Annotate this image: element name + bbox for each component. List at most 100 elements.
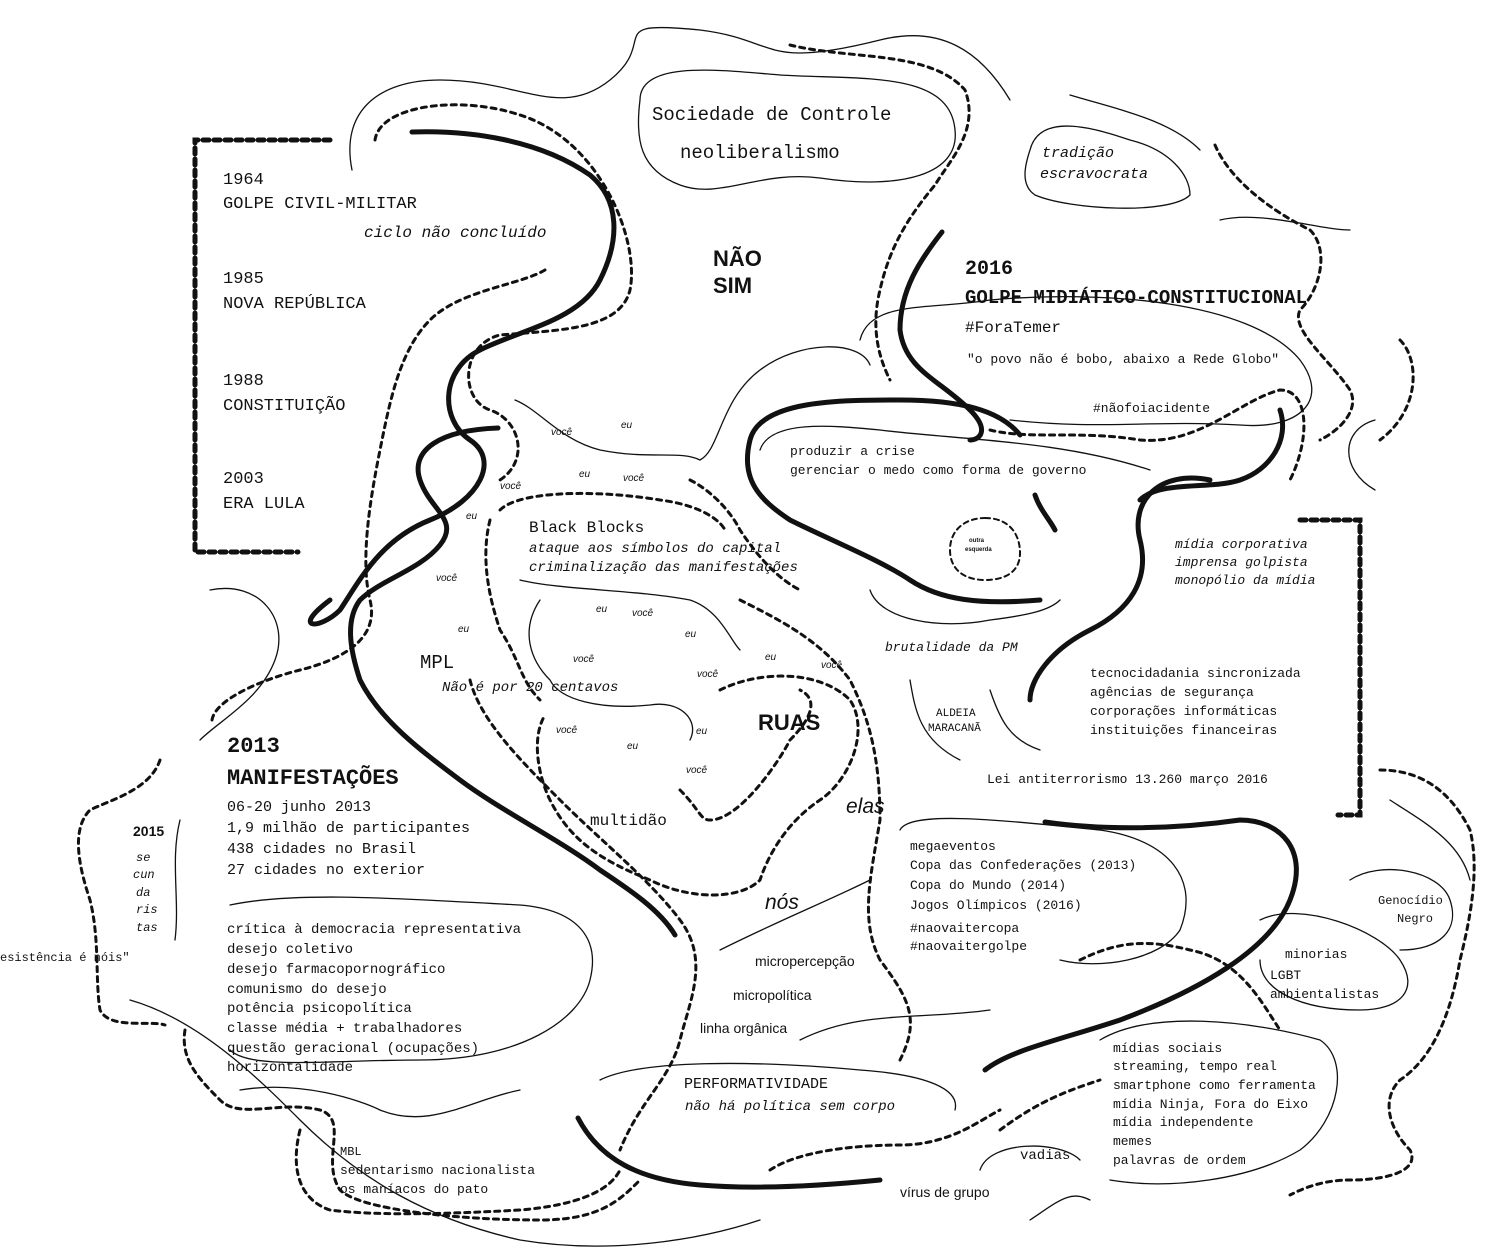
secundarista-syllable: tas [136, 921, 158, 935]
manif-cidades-brasil: 438 cidades no Brasil [227, 841, 417, 858]
contour-rightcurve [1348, 419, 1376, 491]
contour-bottom2 [239, 1086, 521, 1118]
contour-tradicao [1024, 125, 1191, 209]
ciclo-nao-concluido: ciclo não concluído [364, 224, 547, 242]
mbl-item: sedentarismo nacionalista [340, 1163, 536, 1178]
voce-label: você [500, 481, 522, 492]
dotted-center-right [738, 598, 912, 1062]
megaeventos-item: Copa do Mundo (2014) [910, 878, 1067, 893]
dotted-bottom-long [768, 1108, 1002, 1172]
manif-dates: 06-20 junho 2013 [227, 799, 372, 816]
nao-label: NÃO [713, 246, 762, 271]
bold-line-1 [307, 129, 617, 627]
eu-label: eu [696, 726, 708, 737]
micropercepcao-label: micropercepção [755, 953, 855, 969]
contour-2015 [174, 819, 181, 941]
critica-item: potência psicopolítica [227, 1001, 412, 1017]
dotted-left-arc2 [210, 268, 547, 722]
media-box [1297, 517, 1363, 818]
contour-top [349, 26, 1011, 171]
voce-label: você [697, 669, 719, 680]
year-2015: 2015 [133, 823, 165, 839]
outra-label: outra [969, 538, 984, 544]
year-1964: 1964 [223, 171, 264, 190]
fora-temer-tag: #ForaTemer [965, 319, 1062, 337]
contour-micro [719, 879, 871, 951]
dotted-bottom-right [998, 942, 1282, 1132]
nova-republica: NOVA REPÚBLICA [223, 295, 366, 314]
minorias-item: LGBT [1270, 968, 1302, 983]
gerenciar-medo: gerenciar o medo como forma de governo [790, 463, 1087, 478]
bold-line-8 [982, 817, 1299, 1073]
midias-sociais-item: mídia independente [1113, 1115, 1254, 1130]
corporacoes-informaticas: corporações informáticas [1090, 704, 1278, 719]
year-2013: 2013 [227, 734, 280, 759]
secundarista-syllable: cun [133, 868, 155, 882]
dotted-mpl-left [484, 518, 542, 702]
dotted-bottom-left [182, 1028, 642, 1222]
constituicao: CONSTITUIÇÃO [223, 397, 346, 416]
dotted-ruas [535, 674, 860, 897]
eu-label: eu [458, 624, 470, 635]
contour-midias [1099, 1020, 1339, 1185]
eu-label: eu [627, 741, 639, 752]
midia-corporativa: mídia corporativa [1175, 537, 1308, 552]
bold-line-2 [348, 425, 678, 938]
eu-label: eu [685, 629, 697, 640]
nao-foi-acidente: #nãofoiacidente [1093, 401, 1211, 416]
eu-label: eu [765, 652, 777, 663]
dotted-far-right [1288, 768, 1476, 1197]
voce-label: você [686, 765, 708, 776]
contour-right-top [1069, 94, 1201, 151]
timeline-box [192, 137, 333, 555]
contour-bottom [129, 999, 761, 1247]
contour-2016 [859, 295, 1313, 427]
contour-mpl [519, 579, 741, 651]
voce-label: você [436, 573, 458, 584]
eu-label: eu [596, 604, 608, 615]
bold-line-4 [744, 397, 1043, 605]
critica-item: comunismo do desejo [227, 982, 387, 998]
micropolitica-label: micropolítica [733, 987, 812, 1003]
instituicoes-financeiras: instituições financeiras [1090, 723, 1278, 738]
virus-grupo-label: vírus de grupo [900, 1184, 990, 1200]
performatividade-sub: não há política sem corpo [685, 1099, 896, 1115]
contour-bottom-right [1029, 1195, 1091, 1221]
voce-label: você [632, 608, 654, 619]
linha-organica-label: linha orgânica [700, 1020, 788, 1036]
midias-sociais-item: palavras de ordem [1113, 1153, 1246, 1168]
voce-label: você [821, 660, 843, 671]
voce-label: você [573, 654, 595, 665]
lei-antiterrorismo: Lei antiterrorismo 13.260 março 2016 [987, 772, 1268, 787]
megaeventos-item: #naovaitergolpe [910, 939, 1028, 954]
monopolio-midia: monopólio da mídia [1175, 573, 1316, 588]
dotted-ra [1378, 338, 1415, 442]
criminalizacao: criminalização das manifestações [529, 560, 798, 576]
contour-far-right [1389, 799, 1471, 881]
black-blocks-title: Black Blocks [529, 519, 645, 537]
maracana-label: MARACANÃ [928, 723, 981, 735]
critica-item: desejo farmacopornográfico [227, 962, 446, 978]
megaeventos-item: #naovaitercopa [910, 921, 1020, 936]
midias-sociais-item: memes [1113, 1134, 1153, 1149]
aldeia-label: ALDEIA [936, 708, 976, 720]
critica-item: classe média + trabalhadores [227, 1021, 463, 1037]
dotted-left-arc [373, 103, 633, 482]
produzir-crise: produzir a crise [790, 444, 915, 459]
megaeventos-item: megaeventos [910, 839, 996, 854]
voce-label: você [556, 725, 578, 736]
contour-mega [899, 817, 1187, 965]
midias-sociais-item: mídia Ninja, Fora do Eixo [1113, 1097, 1309, 1112]
voce-label: você [551, 427, 573, 438]
elas-label: elas [846, 795, 885, 818]
mbl-item: os maníacos do pato [340, 1182, 489, 1197]
bold-line-5 [1032, 492, 1058, 533]
minorias-item: minorias [1285, 947, 1348, 962]
era-lula: ERA LULA [223, 495, 305, 514]
critica-item: crítica à democracia representativa [227, 922, 522, 938]
contour-mpl2 [528, 599, 694, 741]
ataque-simbolos: ataque aos símbolos do capital [529, 541, 782, 557]
critica-item: questão geracional (ocupações) [227, 1041, 480, 1057]
secundarista-syllable: da [136, 886, 151, 900]
imprensa-golpista: imprensa golpista [1175, 555, 1308, 570]
